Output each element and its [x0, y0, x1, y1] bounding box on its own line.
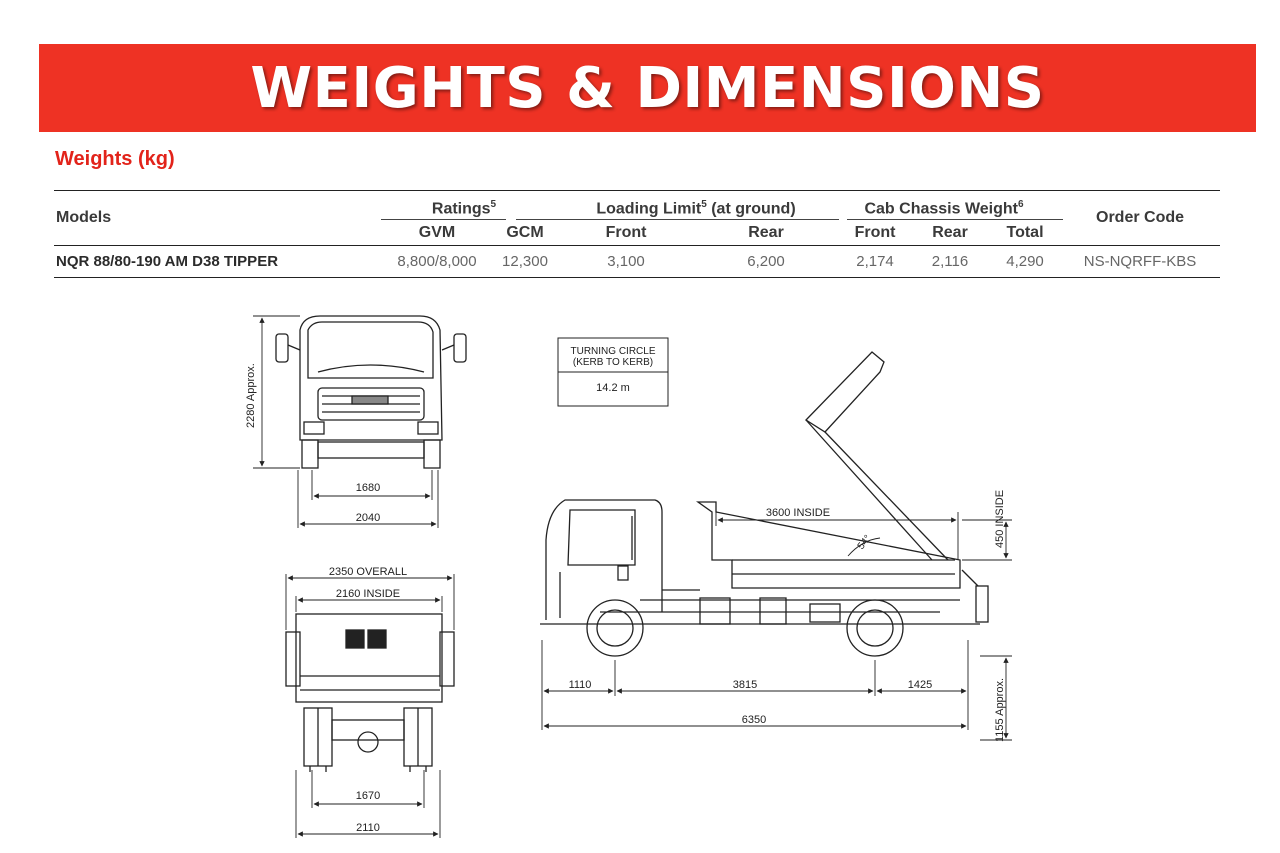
col-cab-label: Cab Chassis Weight	[864, 200, 1018, 218]
col-front: Front	[605, 224, 647, 241]
table-bottom-rule	[54, 277, 1220, 278]
weights-heading: Weights (kg)	[55, 148, 175, 170]
col-cab-rear: Rear	[932, 224, 968, 241]
turning-circle-title: TURNING CIRCLE	[570, 346, 655, 357]
row-model: NQR 88/80-190 AM D38 TIPPER	[56, 253, 279, 270]
front-width-label: 2040	[356, 512, 380, 524]
col-order-code: Order Code	[1095, 209, 1185, 226]
header-bottom-rule	[54, 245, 1220, 246]
row-gvm: 8,800/8,000	[397, 253, 477, 270]
banner-title: WEIGHTS & DIMENSIONS	[250, 55, 1045, 121]
front-track-label: 1680	[356, 482, 380, 494]
body-inside-label: 3600 INSIDE	[766, 507, 830, 519]
side-view-dimensions	[541, 506, 1012, 741]
rear-overall-label: 2350 OVERALL	[329, 566, 407, 578]
front-view-dimensions	[253, 315, 439, 528]
weights-table: Models Ratings5 Loading Limit5 (at groun…	[54, 190, 1220, 278]
loading-footnote: 5	[701, 199, 707, 210]
col-cab-front: Front	[854, 224, 896, 241]
col-cab-chassis: Cab Chassis Weight6	[864, 199, 1023, 218]
turning-circle-value: 14.2 m	[596, 382, 630, 394]
col-ratings-label: Ratings	[431, 200, 491, 218]
ratings-underline	[381, 219, 506, 220]
col-loading-limit: Loading Limit5 (at ground)	[596, 199, 795, 218]
col-models: Models	[56, 209, 112, 226]
cab-footnote: 6	[1017, 199, 1024, 210]
row-cab-rear: 2,116	[931, 253, 969, 270]
col-loading-label: Loading Limit	[596, 200, 702, 218]
deck-height-label: 1155 Approx.	[994, 678, 1006, 742]
turning-circle-subtitle: (KERB TO KERB)	[573, 357, 653, 368]
side-view-wheels	[586, 599, 904, 657]
row-load-front: 3,100	[607, 253, 645, 270]
row-gcm: 12,300	[502, 253, 548, 270]
rear-inside-label: 2160 INSIDE	[336, 588, 400, 600]
rear-view-drawing	[285, 613, 455, 772]
front-view-drawing	[275, 315, 467, 469]
col-loading-suffix: (at ground)	[706, 200, 796, 218]
front-height-label: 2280 Approx.	[245, 363, 257, 428]
rear-overhang-label: 1425	[908, 679, 932, 691]
row-order-code: NS-NQRFF-KBS	[1083, 253, 1197, 270]
col-gvm: GVM	[418, 224, 456, 241]
page-banner: WEIGHTS & DIMENSIONS	[39, 44, 1256, 132]
rear-track-label: 1670	[356, 790, 380, 802]
table-top-rule	[54, 190, 1220, 191]
ratings-footnote: 5	[490, 199, 497, 210]
col-ratings: Ratings5	[432, 199, 496, 218]
rear-view-dimensions	[285, 574, 455, 838]
cab-underline	[847, 219, 1063, 220]
overall-length-label: 6350	[742, 714, 766, 726]
row-cab-front: 2,174	[856, 253, 894, 270]
wheelbase-label: 3815	[733, 679, 757, 691]
loading-underline	[516, 219, 839, 220]
rear-width-label: 2110	[356, 822, 380, 834]
col-cab-total: Total	[1006, 224, 1044, 241]
tip-angle-label: 54°	[856, 533, 874, 552]
col-gcm: GCM	[506, 224, 544, 241]
row-cab-total: 4,290	[1006, 253, 1044, 270]
col-rear: Rear	[748, 224, 784, 241]
side-height-label: 450 INSIDE	[994, 490, 1006, 548]
row-load-rear: 6,200	[747, 253, 785, 270]
front-overhang-label: 1110	[569, 679, 592, 691]
